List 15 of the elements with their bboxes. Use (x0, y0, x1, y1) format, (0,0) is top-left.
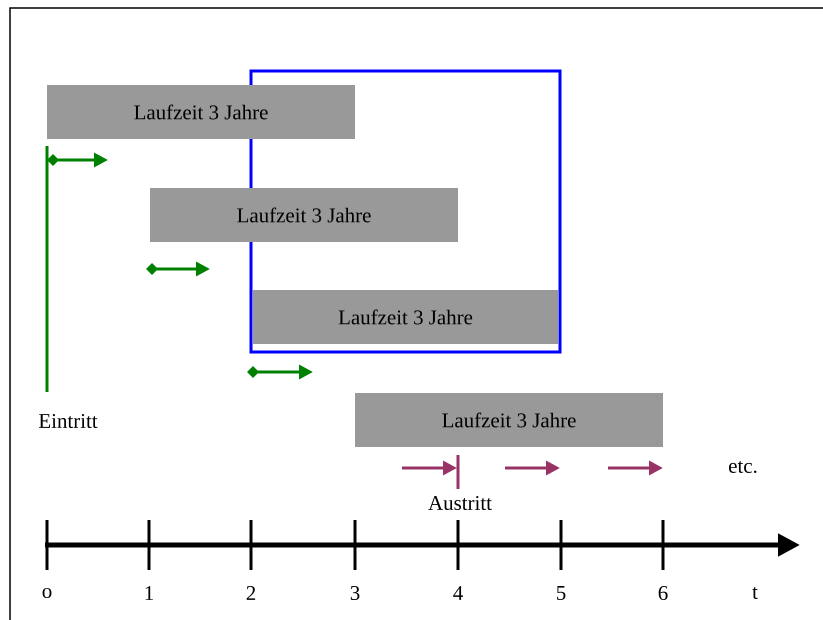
event-label: Eintritt (38, 414, 98, 428)
tick-label: 6 (658, 586, 668, 600)
tick-label: 5 (557, 586, 566, 600)
tick-label: t (752, 587, 758, 599)
duration-bar: Laufzeit 3 Jahre (355, 393, 663, 447)
tick-label: 1 (146, 586, 153, 600)
event-label: Austritt (428, 496, 492, 510)
duration-bar: Laufzeit 3 Jahre (150, 188, 458, 242)
etc-text: etc. (729, 460, 756, 474)
duration-bar: Laufzeit 3 Jahre (47, 85, 355, 139)
tick-label: o (42, 588, 52, 598)
duration-bar: Laufzeit 3 Jahre (253, 290, 558, 344)
tick-label: 2 (246, 586, 256, 600)
tick-label: 4 (453, 586, 463, 600)
tick-label: 3 (350, 586, 360, 600)
